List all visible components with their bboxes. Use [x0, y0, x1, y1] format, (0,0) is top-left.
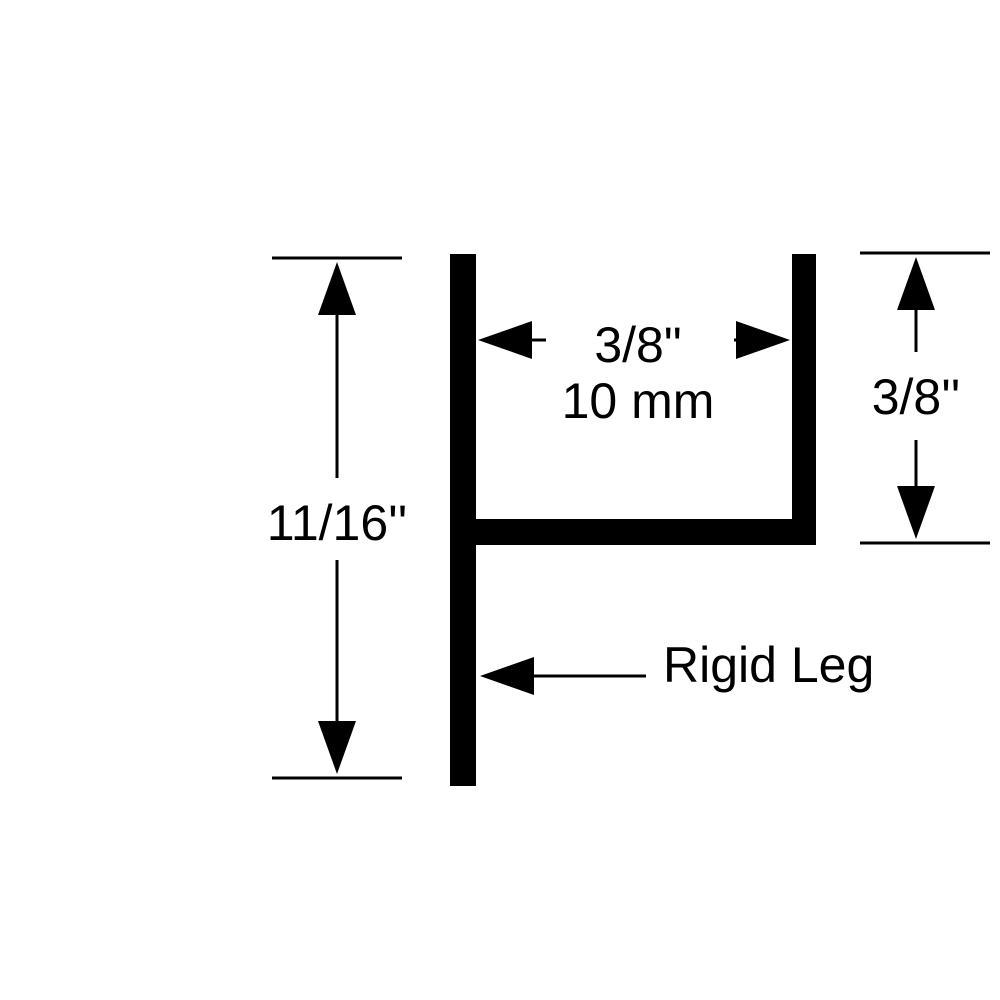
channel-width-mm-label: 10 mm: [562, 373, 715, 429]
channel-width-dimension: 3/8" 10 mm: [478, 317, 790, 429]
arrow-left-icon: [478, 321, 532, 359]
arrow-up-icon: [318, 262, 356, 315]
right-flange-bar: [792, 254, 816, 545]
arrow-right-icon: [736, 321, 790, 359]
arrow-left-icon: [480, 657, 534, 695]
arrow-down-icon: [318, 721, 356, 774]
rigid-leg-callout: Rigid Leg: [480, 637, 874, 695]
channel-depth-label: 3/8'': [872, 369, 961, 425]
rigid-leg-label: Rigid Leg: [663, 637, 874, 693]
arrow-up-icon: [897, 257, 935, 310]
overall-height-dimension: 11/16'': [267, 256, 408, 780]
arrow-down-icon: [897, 486, 935, 539]
channel-depth-dimension: 3/8'': [860, 251, 990, 545]
overall-height-label: 11/16'': [267, 495, 408, 551]
channel-base-bar: [450, 519, 816, 545]
profile-shape: [450, 254, 816, 786]
channel-width-inch-label: 3/8": [594, 317, 681, 373]
